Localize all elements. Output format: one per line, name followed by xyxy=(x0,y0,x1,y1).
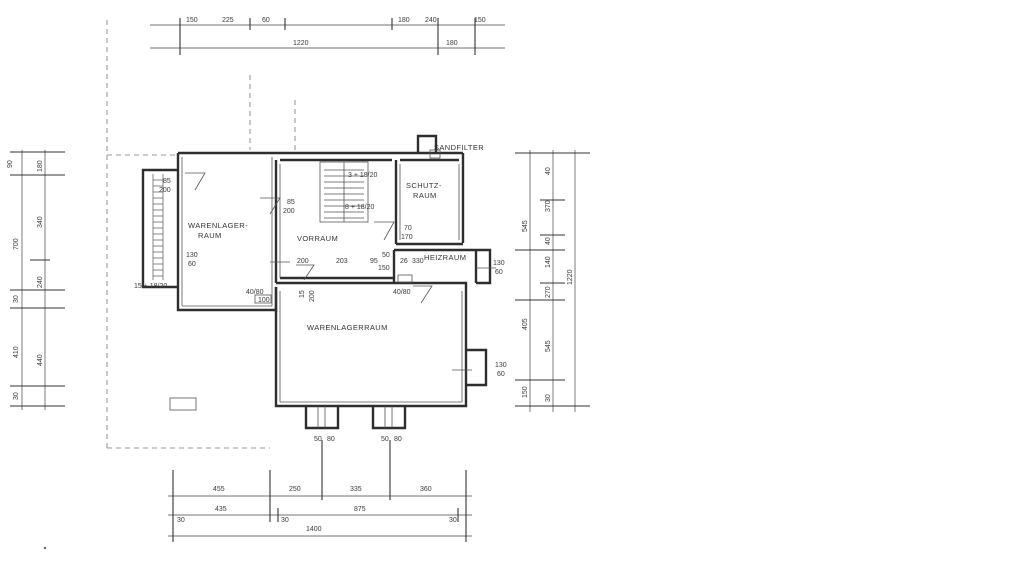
dimension-label: 545 xyxy=(522,220,529,232)
room-schutzraum-line1: SCHUTZ- xyxy=(406,181,442,190)
room-warenlager-upper-line1: WARENLAGER- xyxy=(188,221,248,230)
opening-label: 200 xyxy=(283,208,295,215)
dimension-label: 335 xyxy=(350,486,362,493)
stair-label-main-top: 3 + 18/20 xyxy=(348,172,377,179)
dimension-label: 150 xyxy=(186,17,198,24)
opening-label: 60 xyxy=(495,269,503,276)
dimension-label: 360 xyxy=(420,486,432,493)
main-staircase xyxy=(319,161,369,223)
dimensions-left xyxy=(10,150,65,410)
opening-label: 85 xyxy=(163,178,171,185)
dimension-label: 30 xyxy=(177,517,185,524)
dimension-label: 455 xyxy=(213,486,225,493)
plot-boundary xyxy=(106,20,296,449)
room-warenlager-upper-line2: RAUM xyxy=(198,231,222,240)
dimension-label: 440 xyxy=(37,354,44,366)
opening-label: 100 xyxy=(258,297,270,304)
dimension-label: 270 xyxy=(545,286,552,298)
opening-label: 170 xyxy=(401,234,413,241)
opening-label: 200 xyxy=(297,258,309,265)
opening-label: 70 xyxy=(404,225,412,232)
dimension-label: 405 xyxy=(522,318,529,330)
opening-label: 26 xyxy=(400,258,408,265)
opening-label: 200 xyxy=(159,187,171,194)
room-vorraum: VORRAUM xyxy=(297,234,338,243)
dimension-label: 180 xyxy=(398,17,410,24)
dimension-label: 340 xyxy=(37,216,44,228)
opening-label: 85 xyxy=(287,199,295,206)
opening-label: 203 xyxy=(336,258,348,265)
opening-label: 150 xyxy=(378,265,390,272)
dimension-label: 40 xyxy=(545,237,552,245)
opening-label: 80 xyxy=(327,436,335,443)
dimension-label: 1220 xyxy=(293,40,309,47)
opening-label: 50 xyxy=(381,436,389,443)
dimension-label: 60 xyxy=(262,17,270,24)
dimension-label: 150 xyxy=(522,386,529,398)
opening-label: 60 xyxy=(188,261,196,268)
stair-label-left: 15 + 18/20 xyxy=(134,283,167,290)
dimension-label: 1400 xyxy=(306,526,322,533)
dimension-label: 240 xyxy=(37,276,44,288)
opening-label: 200 xyxy=(309,290,316,302)
dimension-label: 30 xyxy=(449,517,457,524)
dimension-label: 30 xyxy=(281,517,289,524)
opening-label: 95 xyxy=(370,258,378,265)
dimension-label: 90 xyxy=(7,160,14,168)
dimension-label: 225 xyxy=(222,17,234,24)
dimensions-top xyxy=(150,18,505,55)
opening-label: 15 xyxy=(299,290,306,298)
left-staircase xyxy=(152,174,164,280)
dimensions-bottom xyxy=(168,440,472,542)
room-heizraum: HEIZRAUM xyxy=(424,253,466,262)
door-swings xyxy=(185,172,496,371)
opening-label: 130 xyxy=(495,362,507,369)
dimension-label: 250 xyxy=(289,486,301,493)
dimension-label: 180 xyxy=(37,160,44,172)
dimension-label: 700 xyxy=(13,238,20,250)
dimensions-right xyxy=(515,150,590,412)
opening-label: 80 xyxy=(394,436,402,443)
dimension-label: 150 xyxy=(474,17,486,24)
dimension-label: 545 xyxy=(545,340,552,352)
dimension-label: 875 xyxy=(354,506,366,513)
opening-label: 50 xyxy=(314,436,322,443)
dimension-label: 240 xyxy=(425,17,437,24)
dimension-label: 140 xyxy=(545,256,552,268)
dimension-label: 40 xyxy=(545,167,552,175)
dimension-label: 370 xyxy=(545,200,552,212)
stair-label-main-bottom: 8 + 18/20 xyxy=(345,204,374,211)
label-sandfilter: SANDFILTER xyxy=(434,143,484,152)
dimension-label: 180 xyxy=(446,40,458,47)
opening-label: 40/80 xyxy=(393,289,411,296)
dimension-label: 30 xyxy=(545,394,552,402)
opening-label: 330 xyxy=(412,258,424,265)
opening-label: 130 xyxy=(493,260,505,267)
opening-label: 130 xyxy=(186,252,198,259)
dimension-label: 30 xyxy=(13,295,20,303)
room-warenlager-lower: WARENLAGERRAUM xyxy=(307,323,388,332)
room-schutzraum-line2: RAUM xyxy=(413,191,437,200)
dimension-label: 1220 xyxy=(567,269,574,285)
opening-label: 50 xyxy=(382,252,390,259)
opening-label: 40/80 xyxy=(246,289,264,296)
opening-label: 60 xyxy=(497,371,505,378)
walls xyxy=(141,134,492,430)
dimension-label: 435 xyxy=(215,506,227,513)
dimension-label: 30 xyxy=(13,392,20,400)
speck xyxy=(43,546,47,550)
dimension-label: 410 xyxy=(13,346,20,358)
